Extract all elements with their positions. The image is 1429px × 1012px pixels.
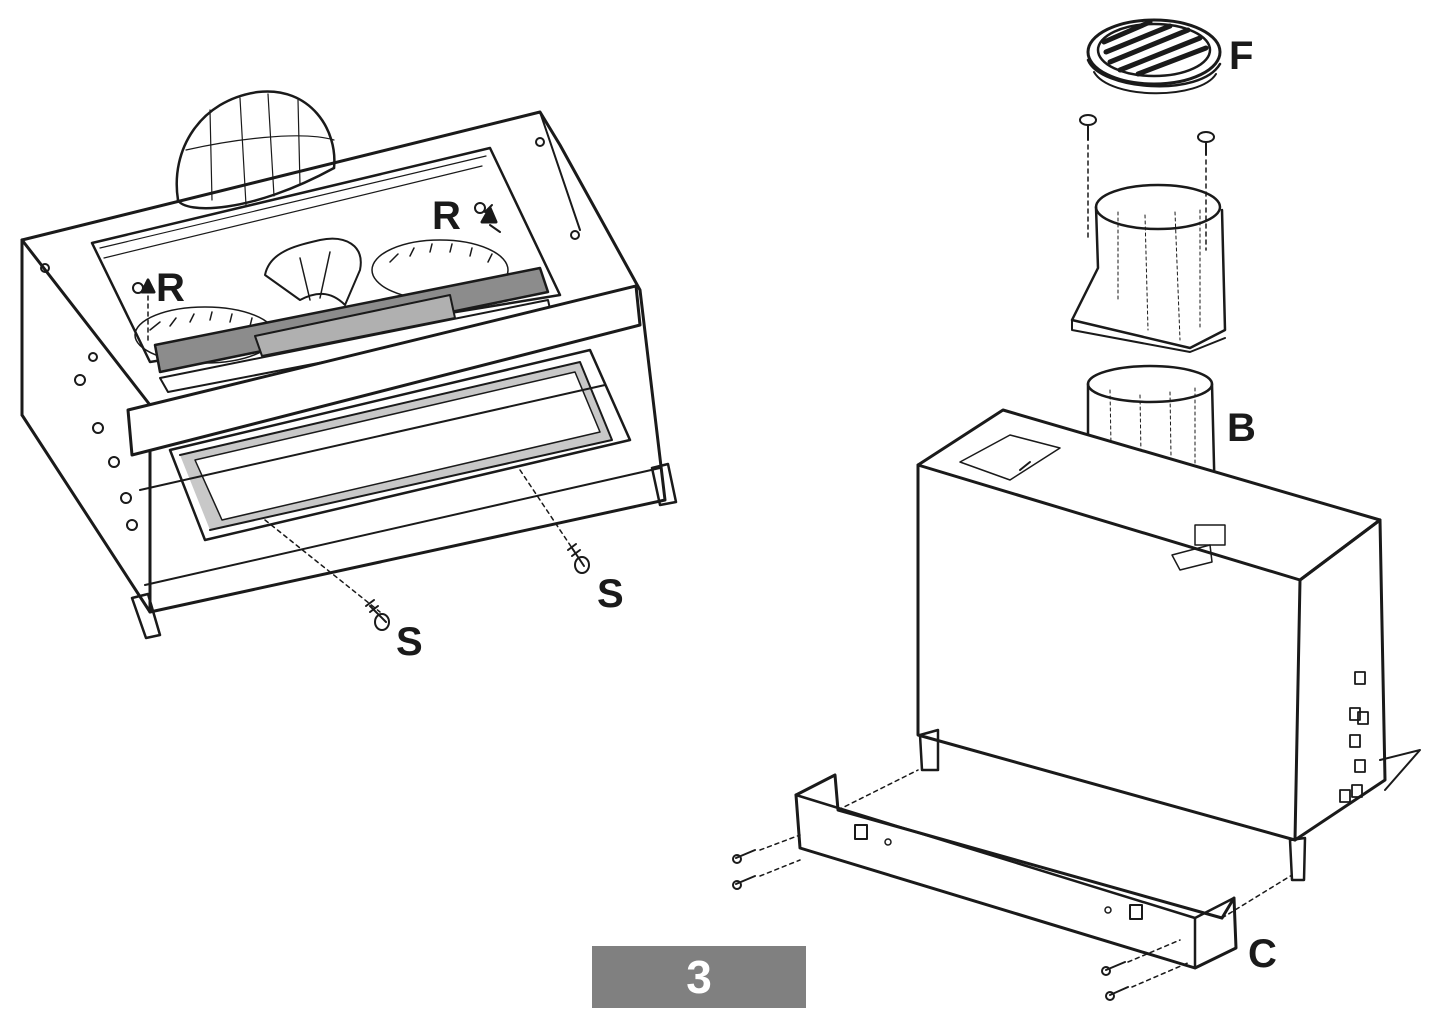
motor-bracket [264,237,362,306]
reducer-collar [1070,183,1227,353]
screw-s-right [567,543,590,574]
side-tabs [1339,671,1369,803]
hood-outer-frame [20,110,667,614]
label-r-right: R [432,194,461,238]
step-number: 3 [686,951,712,1003]
grille-f [1086,18,1222,95]
bracket-c [794,769,1293,970]
foot-left [130,592,162,640]
label-f: F [1229,34,1254,78]
screw-s-left [365,599,390,631]
label-r-left: R [156,266,185,310]
label-b: B [1227,406,1256,450]
inner-tray [90,146,562,364]
side-holes [40,263,138,531]
exhaust-collar [175,90,336,210]
label-s-left: S [396,620,423,664]
step-number-box: 3 [592,946,806,1008]
label-s-right: S [597,572,624,616]
label-c: C [1248,932,1277,976]
front-panel [126,284,642,457]
foot-right [650,462,678,507]
hood-unit-inverted [20,90,678,640]
bracket-screws [732,834,1191,1001]
chimney-box [916,408,1421,882]
collar-screws [1079,114,1215,251]
